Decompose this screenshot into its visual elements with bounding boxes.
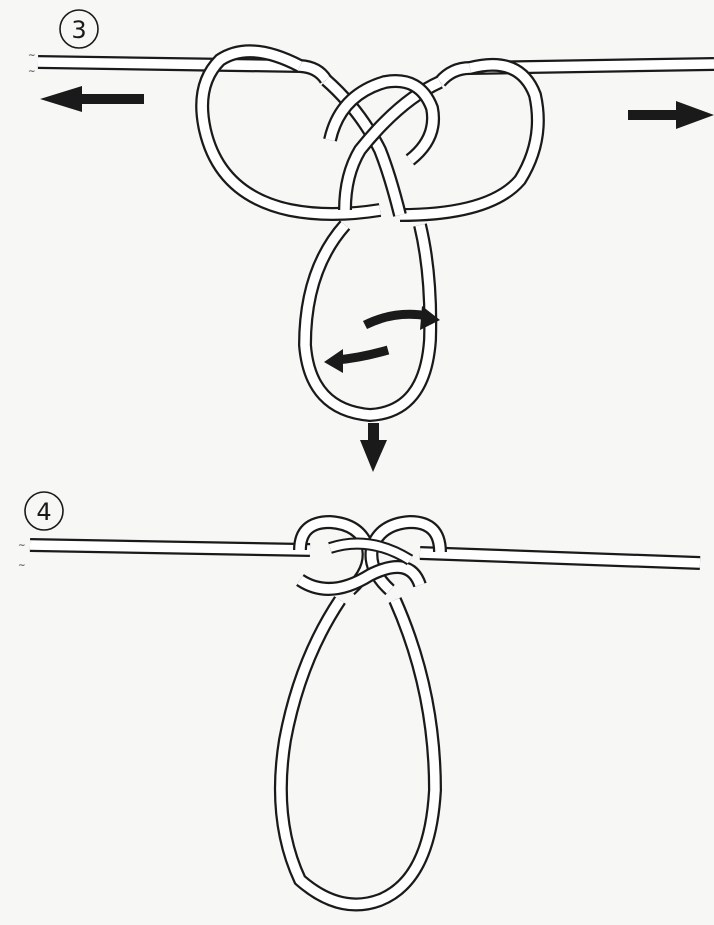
rope-left-standing-part-tight: ~ ~ [18, 541, 310, 571]
svg-text:~: ~ [18, 561, 26, 571]
arrow-left-icon [40, 86, 144, 112]
curved-arrow-left-icon [324, 349, 388, 373]
step-4-figure: 4 ~ ~ [18, 492, 700, 905]
svg-text:~: ~ [28, 67, 36, 77]
rope-crossing-strands [326, 80, 440, 215]
arrow-down-icon [360, 423, 387, 472]
rope-tight-knot [300, 522, 440, 590]
arrow-right-icon [628, 101, 714, 129]
step-4-number: 4 [36, 498, 51, 526]
step-3-figure: 3 ~ ~ [28, 10, 714, 472]
svg-text:~: ~ [28, 51, 36, 61]
rope-long-loop [281, 600, 435, 905]
svg-text:~: ~ [18, 541, 26, 551]
step-3-number: 3 [71, 16, 86, 44]
rope-right-standing-part-tight [420, 553, 700, 563]
